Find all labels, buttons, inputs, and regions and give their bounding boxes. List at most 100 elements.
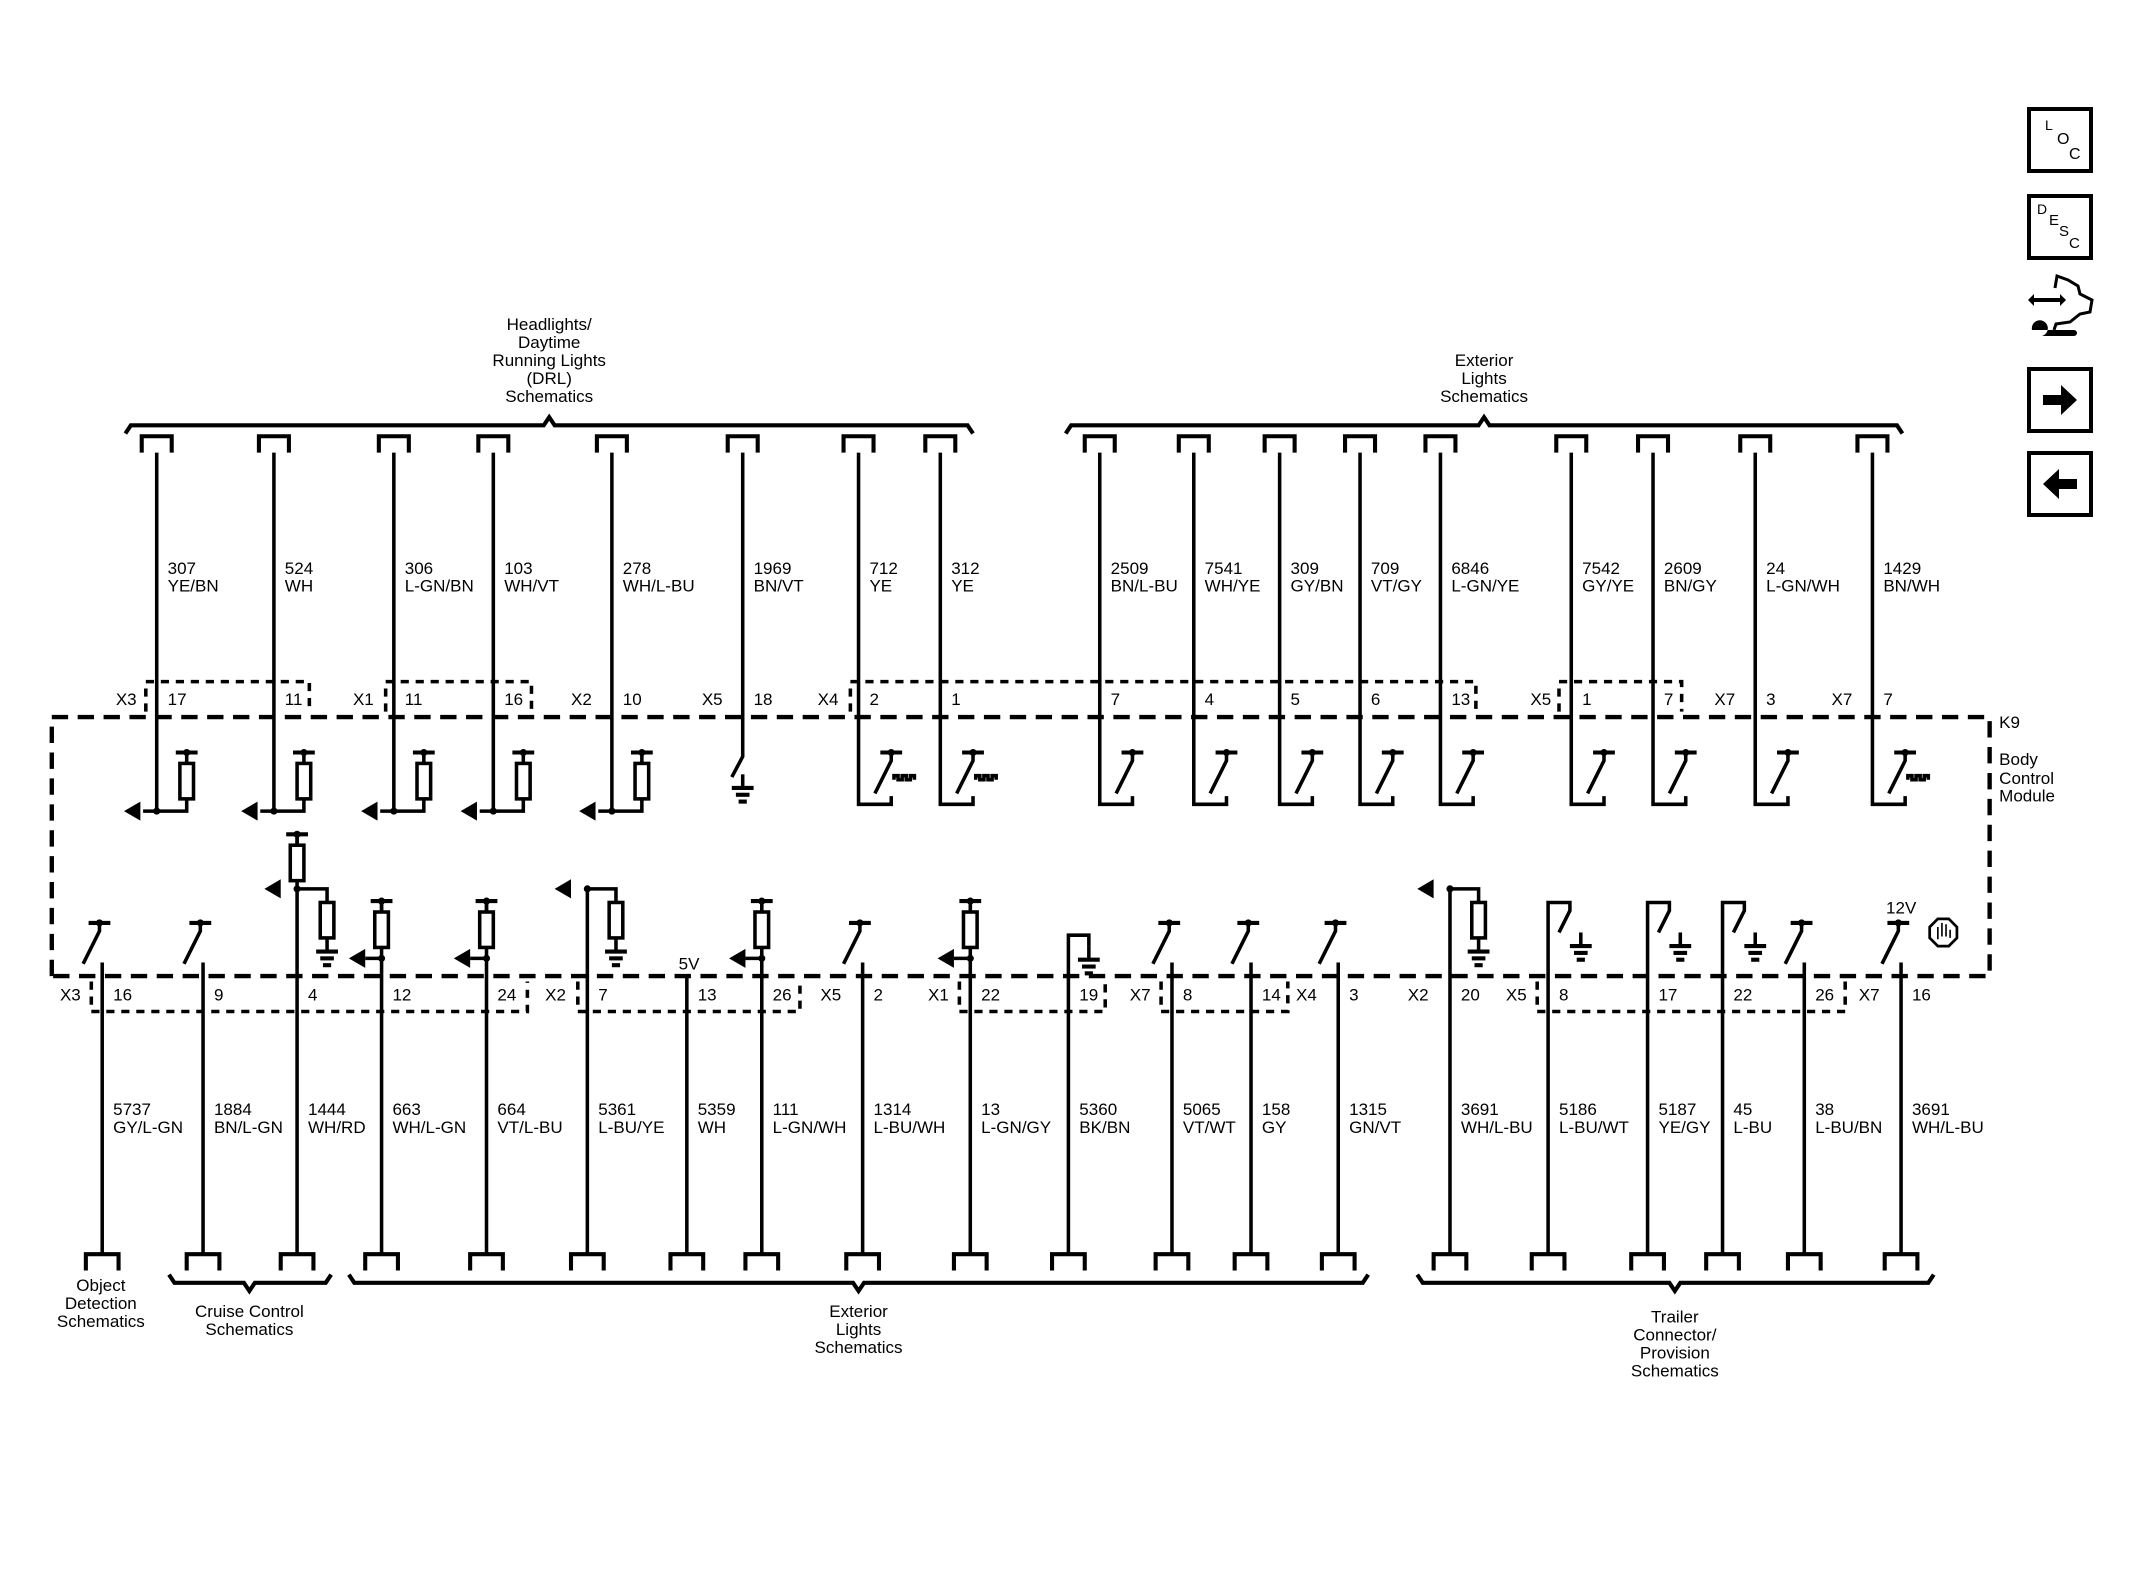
top-wire-set: 307YE/BN17X3524WH11306L-GN/BN11X1103WH/V… bbox=[116, 434, 1940, 821]
circuit-number: 1314 bbox=[874, 1100, 912, 1119]
connector-housing-outline bbox=[1535, 981, 1847, 1014]
circuit-number: 3691 bbox=[1461, 1100, 1499, 1119]
wire-color: L-BU/WT bbox=[1559, 1118, 1629, 1137]
wire-segment bbox=[1374, 752, 1395, 795]
pin-number: 11 bbox=[405, 690, 423, 709]
module-desc-line3: Control bbox=[1999, 769, 2054, 788]
pin-number: 26 bbox=[1815, 986, 1834, 1005]
circuit-number: 6846 bbox=[1451, 559, 1489, 578]
circuit-number: 5737 bbox=[113, 1100, 151, 1119]
connector-repair-icon[interactable] bbox=[2022, 272, 2098, 348]
connector-id: X1 bbox=[353, 690, 374, 709]
switch-icon bbox=[81, 919, 111, 965]
circuit-number: 7541 bbox=[1205, 559, 1243, 578]
wire-segment bbox=[1887, 752, 1907, 795]
connector-id: X4 bbox=[1296, 986, 1317, 1005]
wire-segment bbox=[1151, 922, 1172, 965]
wire-color: WH/RD bbox=[308, 1118, 366, 1137]
resistor-icon bbox=[607, 900, 625, 940]
group-label-line: Provision bbox=[1640, 1343, 1710, 1362]
wire-color: WH bbox=[698, 1118, 726, 1137]
connector-housing-outline bbox=[957, 981, 1107, 1014]
circuit-number: 7542 bbox=[1582, 559, 1620, 578]
wire-segment bbox=[955, 752, 975, 795]
switch-icon bbox=[1294, 748, 1324, 795]
pin-number: 3 bbox=[1766, 690, 1775, 709]
wire-color: WH/L-BU bbox=[1461, 1118, 1533, 1137]
circuit-number: 5360 bbox=[1079, 1100, 1117, 1119]
resistor-icon bbox=[288, 843, 306, 883]
signal-arrow-icon bbox=[937, 948, 954, 968]
pin-number: 7 bbox=[1664, 690, 1673, 709]
signal-arrow-icon bbox=[460, 801, 477, 821]
wire-color: WH/L-GN bbox=[392, 1118, 466, 1137]
connector-terminal-icon bbox=[951, 1252, 989, 1271]
resistor-icon bbox=[633, 761, 651, 801]
resistor-icon bbox=[295, 761, 313, 801]
next-page-icon[interactable] bbox=[2027, 367, 2093, 433]
wire-segment bbox=[1667, 752, 1688, 795]
connector-terminal-icon bbox=[1232, 1252, 1270, 1271]
wire-segment bbox=[1645, 900, 1672, 1255]
loc-letter-l: L bbox=[2045, 117, 2053, 133]
wire-segment bbox=[1546, 900, 1572, 1255]
switch-icon bbox=[1455, 748, 1485, 795]
connector-id: X5 bbox=[1506, 986, 1527, 1005]
circuit-number: 2509 bbox=[1111, 559, 1149, 578]
exterior-lights-schematics-top-bracket bbox=[1063, 413, 1905, 435]
connector-housing-outline bbox=[1159, 981, 1290, 1014]
bottom-wire-circuit-38-pin-26[interactable]: 26 38L-BU/BN bbox=[1783, 919, 1882, 1271]
circuit-number: 5359 bbox=[698, 1100, 736, 1119]
connector-id: X7 bbox=[1714, 690, 1735, 709]
circuit-number: 38 bbox=[1815, 1100, 1834, 1119]
pin-number: 4 bbox=[308, 986, 317, 1005]
previous-page-icon[interactable] bbox=[2027, 451, 2093, 517]
wire-color: L-BU/BN bbox=[1815, 1118, 1882, 1137]
connector-terminal-icon bbox=[668, 1252, 706, 1271]
